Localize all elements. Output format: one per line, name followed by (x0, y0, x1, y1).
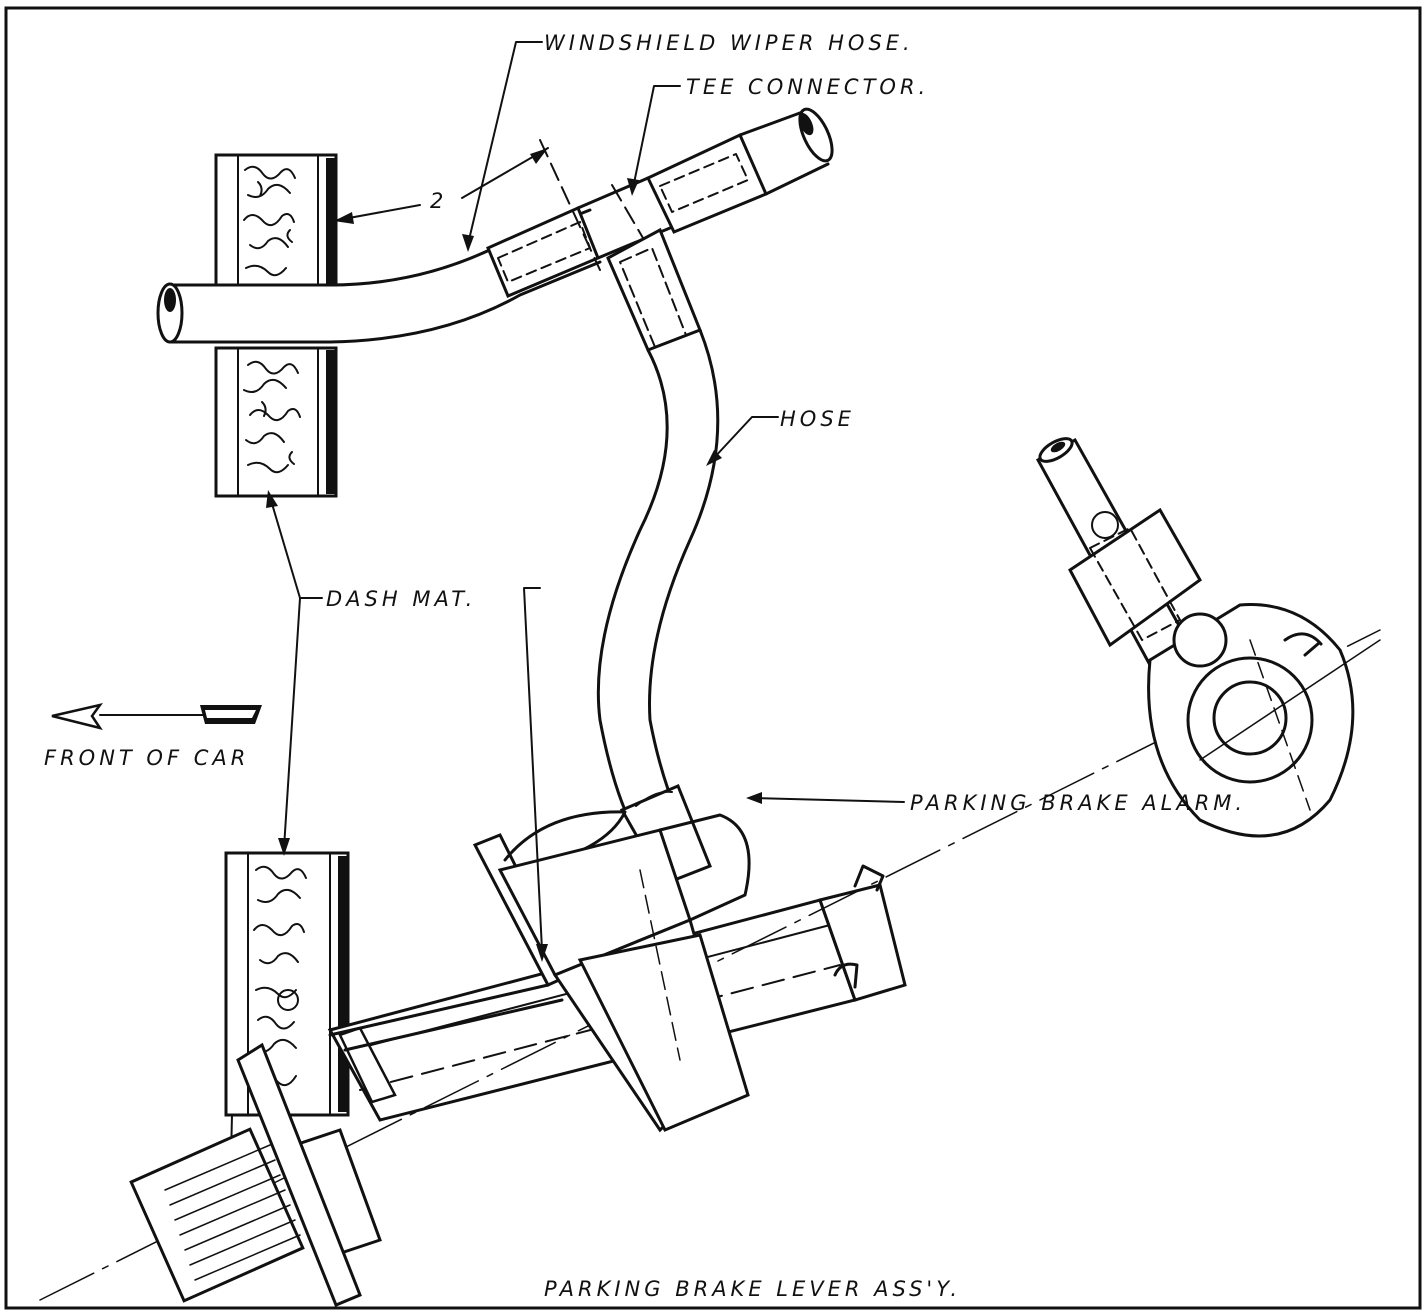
dash-mat-lower (224, 851, 350, 1201)
drawing-border (4, 6, 1422, 1310)
label-front-of-car: FRONT OF CAR (44, 746, 249, 770)
label-tee-connector: TEE CONNECTOR. (686, 75, 929, 99)
label-dimension: 2 (430, 189, 447, 213)
label-parking-brake-alarm: PARKING BRAKE ALARM. (910, 791, 1246, 815)
dash-mat-upper (214, 153, 338, 498)
side-detail-view (1035, 437, 1381, 838)
label-dash-mat: DASH MAT. (326, 587, 476, 611)
label-windshield-wiper-hose: WINDSHIELD WIPER HOSE. (544, 31, 914, 55)
label-parking-brake-lever-assy: PARKING BRAKE LEVER ASS'Y. (544, 1277, 961, 1301)
hose (596, 227, 720, 886)
front-arrow (51, 703, 262, 730)
leader-lines (266, 41, 905, 962)
tee-connector (486, 107, 834, 298)
label-hose: HOSE (780, 407, 855, 431)
parking-brake-alarm-switch (328, 810, 751, 1133)
